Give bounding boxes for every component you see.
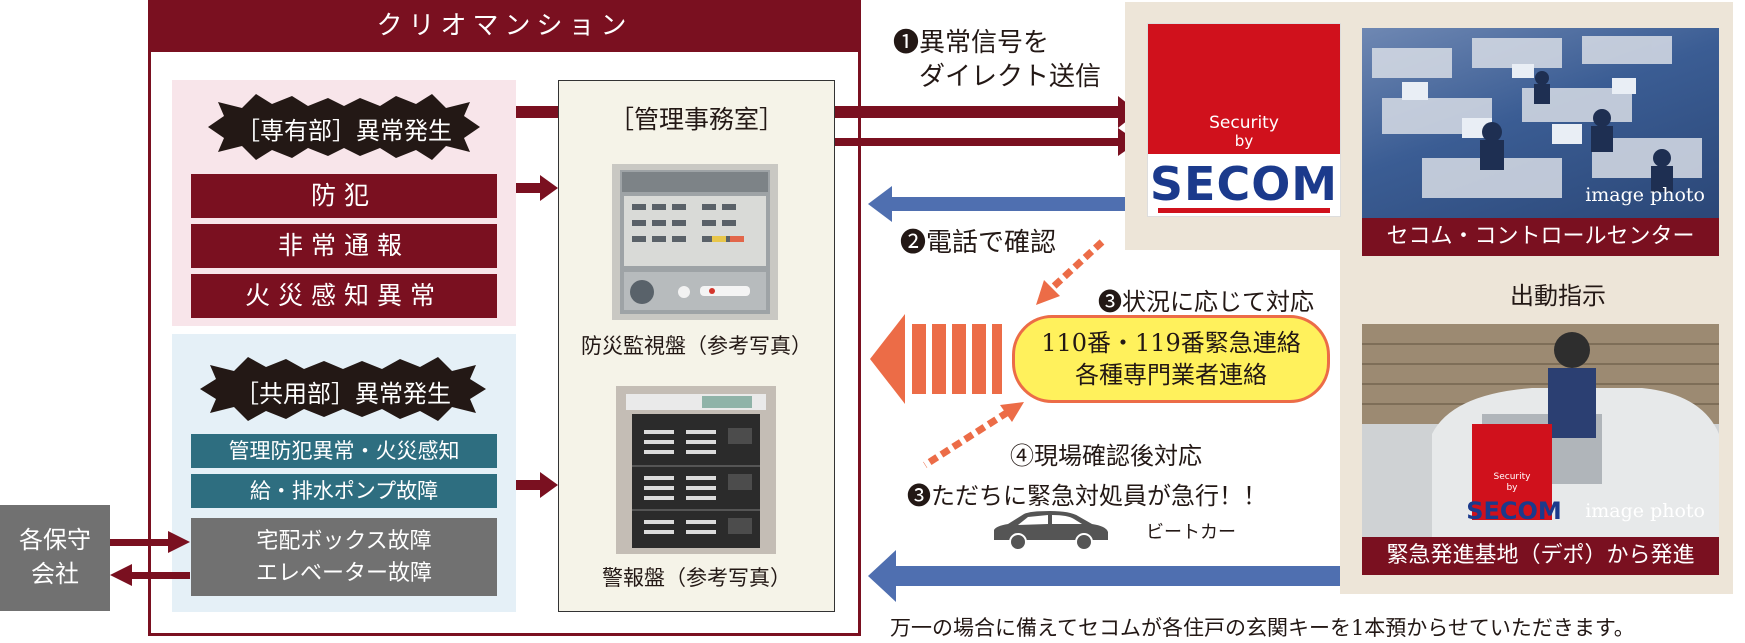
burst-shape (208, 94, 480, 160)
depot-car-logo: Security by (1472, 430, 1552, 494)
common-section-heading: ［共用部］異常発生 (235, 380, 451, 408)
delivery-box-line: 宅配ボックス故障 (256, 529, 432, 554)
depot-car-logo-security: Security (1493, 472, 1531, 482)
arrow-private-to-secom-line (516, 106, 558, 118)
control-center-photo: image photo (1362, 28, 1719, 218)
arrow-office-to-secom-2 (835, 138, 1121, 146)
arrow-box-to-maint-head (110, 564, 132, 586)
orange-stripe-4 (972, 324, 986, 394)
private-item-emergency-call: 非常通報 (191, 224, 497, 268)
common-item-delivery-elevator: 宅配ボックス故障 エレベーター故障 (191, 518, 497, 596)
arrow-office-to-secom-1 (835, 106, 1121, 118)
step2-label: ❷電話で確認 (900, 228, 1057, 258)
private-burst-shape (208, 94, 480, 160)
secom-logo: Security by SECOM (1148, 24, 1340, 216)
emergency-contact-box: 110番・119番緊急連絡 各種専門業者連絡 (1012, 315, 1330, 403)
depot-car-logo-by: by (1506, 483, 1518, 493)
common-burst-shape (200, 357, 486, 421)
maintenance-line-1: 各保守 (19, 526, 91, 554)
depot-scene (1362, 324, 1719, 538)
secom-logo-security: Security (1209, 113, 1279, 133)
mansion-title: クリオマンション (148, 0, 861, 52)
arrow-maint-to-box-head (168, 531, 190, 553)
arrow-private-to-office-head (540, 175, 558, 201)
private-item-fire: 火災感知異常 (191, 274, 497, 318)
emergency-line-1: 110番・119番緊急連絡 (1041, 329, 1301, 357)
orange-dashed-arrow-2-head (1000, 402, 1024, 422)
step1-number: ❶ (893, 28, 920, 58)
arrow-common-to-office-head (540, 472, 558, 498)
orange-dashed-arrow-1-head (1036, 280, 1060, 305)
arrow-private-to-office (516, 183, 546, 193)
step3b-label: ❸ただちに緊急対処員が急行！！ (907, 482, 1267, 510)
orange-dashed-arrow-2 (923, 409, 1010, 468)
step3a-label: ❸状況に応じて対応 (1098, 288, 1314, 316)
orange-stripe-2 (932, 324, 946, 394)
office-title: ［管理事務室］ (608, 105, 784, 134)
disaster-monitoring-panel-photo (612, 164, 778, 320)
common-item-security-fire: 管理防犯異常・火災感知 (191, 434, 497, 468)
arrow-depot-dispatch (895, 566, 1340, 586)
arrow-common-to-office (516, 480, 546, 490)
control-center-scene (1372, 36, 1702, 198)
step1-line-2: ダイレクト送信 (919, 62, 1102, 92)
beat-car-label: ビートカー (1146, 522, 1236, 543)
beat-car-icon (994, 511, 1108, 551)
control-center-image-photo-label: image photo (1585, 184, 1705, 206)
arrow-phone-confirm-head (868, 186, 892, 222)
orange-big-arrow-head (870, 314, 905, 404)
orange-dashed-arrow-1 (1049, 239, 1105, 291)
orange-stripe-1 (912, 324, 926, 394)
private-section-heading: ［専有部］異常発生 (236, 117, 452, 145)
step4-label: ④現場確認後対応 (1010, 442, 1202, 470)
orange-stripe-3 (952, 324, 966, 394)
private-item-crime: 防犯 (191, 174, 497, 218)
arrow-depot-dispatch-head (868, 550, 896, 602)
burst-shape (200, 357, 486, 421)
depot-photo: Security by SECOM image photo (1362, 324, 1719, 538)
common-item-pump: 給・排水ポンプ故障 (191, 474, 497, 508)
emergency-line-2: 各種専門業者連絡 (1075, 361, 1267, 389)
control-center-caption: セコム・コントロールセンター (1362, 218, 1719, 256)
dispatch-instruction-label: 出動指示 (1510, 282, 1606, 310)
secom-logo-brand: SECOM (1149, 157, 1339, 211)
arrow-phone-confirm (890, 197, 1130, 211)
depot-image-photo-label: image photo (1585, 500, 1705, 522)
arrow-maint-to-box (110, 539, 170, 546)
footer-note: 万一の場合に備えてセコムが各住戸の玄関キーを1本預からせていただきます。 (890, 616, 1635, 640)
maintenance-company-box: 各保守 会社 (0, 505, 110, 611)
step1-label: ❶異常信号を ダイレクト送信 (893, 26, 1101, 94)
secom-logo-by: by (1234, 132, 1254, 150)
depot-caption: 緊急発進基地（デポ）から発進 (1362, 537, 1719, 575)
secom-logo-red: Security by (1148, 24, 1340, 154)
monitoring-panel-caption: 防災監視盤（参考写真） (581, 334, 812, 358)
depot-car-logo-brand: SECOM (1466, 497, 1562, 525)
alarm-panel-caption: 警報盤（参考写真） (602, 566, 791, 590)
step1-line-1: 異常信号を (919, 28, 1050, 58)
maintenance-line-2: 会社 (31, 560, 79, 588)
arrow-box-to-maint (130, 572, 190, 579)
alarm-panel-photo (616, 386, 776, 554)
elevator-line: エレベーター故障 (255, 561, 432, 586)
secom-logo-redline (1158, 208, 1330, 213)
orange-stripe-5 (992, 324, 1002, 394)
